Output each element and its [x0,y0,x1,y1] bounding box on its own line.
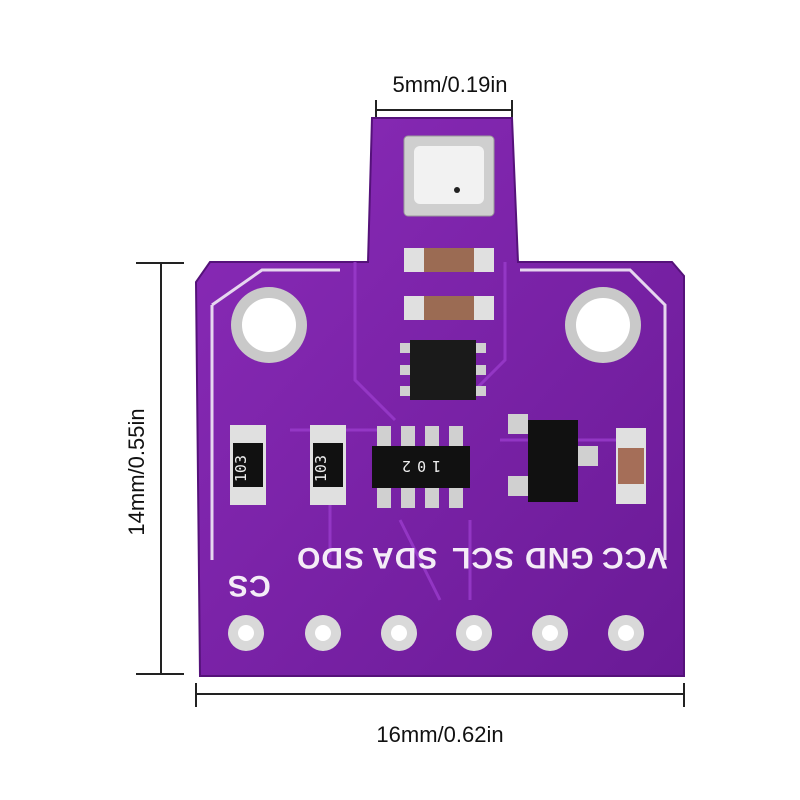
pin-label-sdo: SDO [296,541,365,574]
dimension-left-line [160,262,162,674]
dimension-top-line [375,109,513,111]
resistor-array-marking: 102 [396,457,442,475]
pin-label-gnd: GND [524,541,594,574]
dimension-left-tick-bottom [136,673,184,675]
pin-label-scl: SCL [451,541,514,574]
dimension-bottom-label: 16mm/0.62in [376,722,504,747]
pin-pads [228,615,644,651]
dimension-bottom-line [195,693,685,695]
regulator-ic [410,340,476,400]
dimension-bottom-tick-left [195,683,197,707]
resistor-array [372,446,470,488]
dimension-top-tick-left [375,100,377,118]
dimension-top-label: 5mm/0.19in [392,72,508,97]
pin-label-sda: SDA [371,541,438,574]
dimension-bottom-tick-right [683,683,685,707]
silkscreen-border [210,268,667,560]
pin-label-vcc: VCC [601,541,668,574]
resistor-2-marking: 103 [312,455,330,483]
resistor-1-marking: 103 [232,455,250,483]
dimension-left-tick-top [136,262,184,264]
dimension-top-tick-right [511,100,513,118]
pin-label-cs: CS [227,569,271,602]
transistor [528,420,578,502]
